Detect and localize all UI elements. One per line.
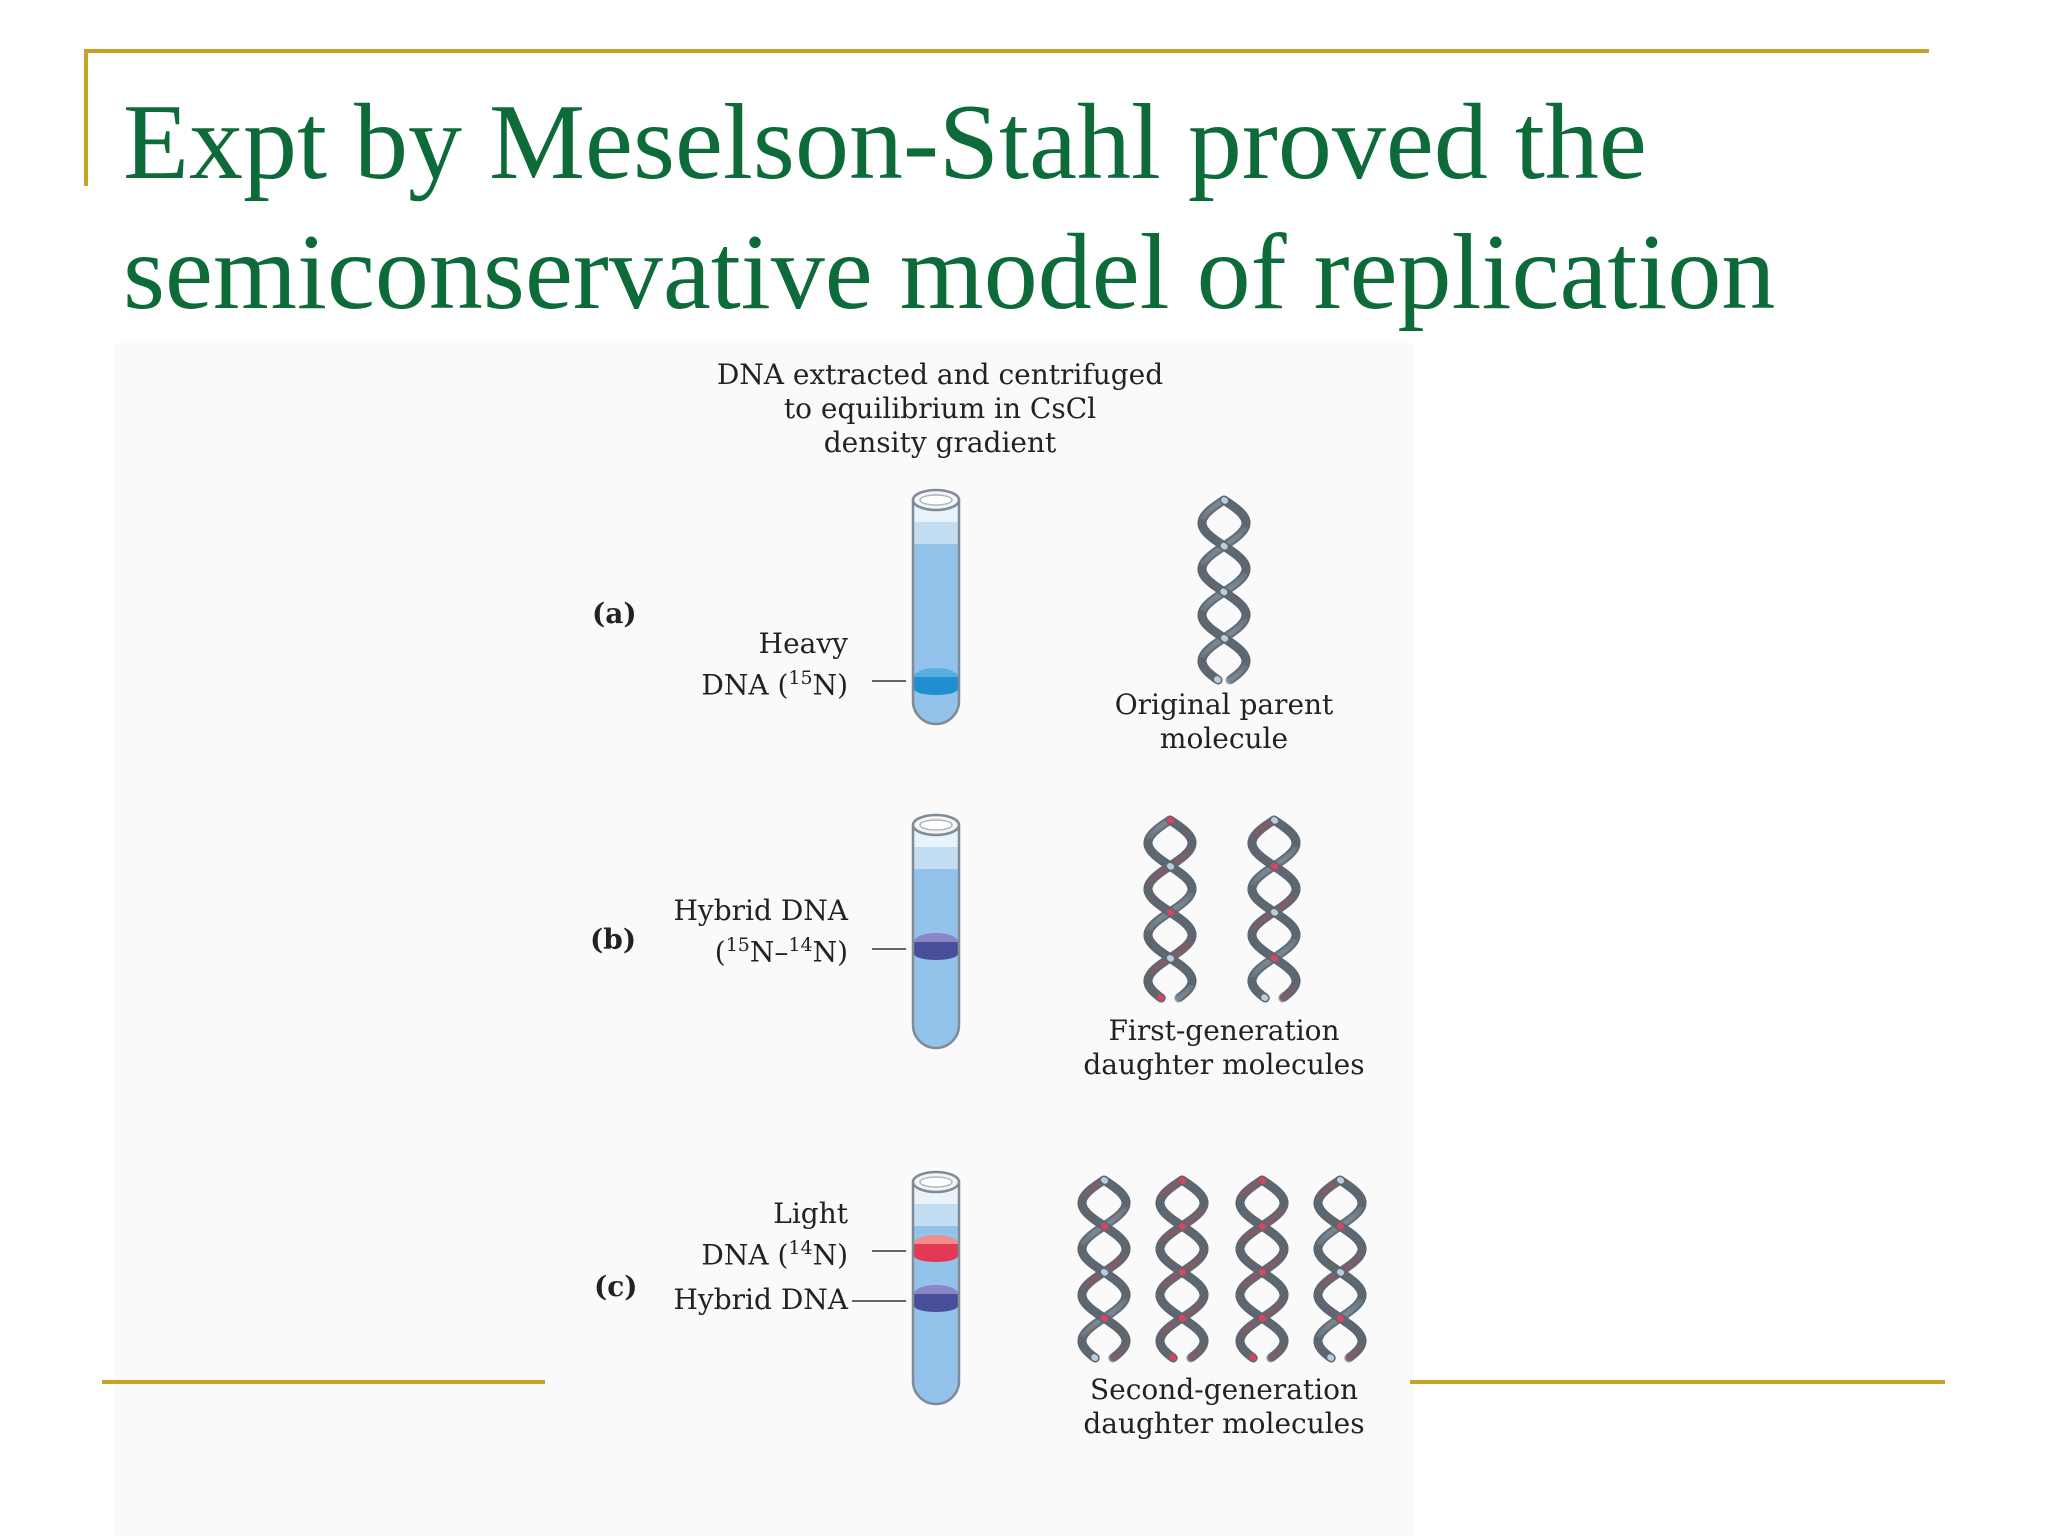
panel-a-letter: (a) [592,597,637,630]
parent-helix-strand-b [1221,635,1229,642]
light-dna-suffix: N) [812,1238,848,1272]
caption-b: First-generation daughter molecules [1054,1014,1394,1082]
slide-title-line-2: semiconservative model of replication [123,213,1776,332]
hybrid-dna-label-line-1: Hybrid DNA [673,894,849,927]
figure-header-line-1: DNA extracted and centrifuged [716,358,1164,391]
heavy-dna-label-line-1: Heavy [758,627,848,660]
first-gen-helix-2-strand-a [1261,994,1269,1001]
first-gen-helix-2-strand-a [1271,817,1279,824]
tube-c-meniscus [913,1204,959,1226]
caption-c: Second-generation daughter molecules [1054,1373,1394,1441]
heavy-dna-suffix: N) [812,668,848,702]
second-gen-helix-1-strand-a [1100,1268,1109,1276]
bottom-left-accent-rule [102,1380,545,1384]
hybrid-dna-label-line-2: (15N–14N) [600,928,848,969]
caption-a-line-1: Original parent [1114,688,1334,721]
first-gen-helix-1-strand-b [1166,862,1175,870]
tube-c-band-2-bottom [914,1300,958,1312]
figure-header-line-2: to equilibrium in CsCl [783,392,1097,425]
hybrid-isotope-1: 15 [725,934,750,956]
light-dna-label-line-1: Light [773,1197,848,1230]
parent-helix-strand-a [1221,497,1229,504]
panel-b-letter: (b) [590,923,637,956]
figure-background [114,343,1414,1536]
tube-a-meniscus [913,522,959,544]
light-dna-isotope: 14 [788,1237,813,1259]
second-gen-helix-2-strand-a [1178,1268,1187,1276]
second-gen-helix-1-strand-a [1091,1354,1099,1361]
second-gen-helix-2-strand-b [1178,1314,1187,1322]
second-gen-helix-2-strand-b [1178,1222,1187,1230]
figure-header: DNA extracted and centrifuged to equilib… [690,358,1190,460]
hybrid-close: N) [812,935,848,969]
bottom-right-accent-rule [1410,1380,1945,1384]
caption-b-line-2: daughter molecules [1083,1048,1365,1081]
parent-helix [1197,495,1251,685]
first-gen-helix-1 [1143,815,1197,1003]
tube-b [911,813,961,1050]
light-dna-prefix: DNA ( [701,1238,789,1272]
hybrid-dna-label-b: Hybrid DNA (15N–14N) [600,894,849,969]
slide-title: Expt by Meselson-Stahl proved the semico… [123,78,1973,338]
caption-b-line-1: First-generation [1108,1014,1340,1047]
second-gen-helix-2-strand-a [1169,1354,1177,1361]
second-gen-helix-1-strand-a [1101,1177,1109,1184]
first-gen-helix-1-strand-a [1166,908,1175,916]
tube-a-outline [911,500,961,726]
heavy-dna-isotope: 15 [788,667,813,689]
light-dna-label: Light DNA (14N) [600,1197,848,1272]
first-gen-helix-1-strand-b [1166,954,1175,962]
parent-helix-strand-b [1220,542,1228,550]
tube-c-band-1-bottom [914,1250,958,1262]
first-gen-helix-2-strand-a [1270,908,1279,916]
second-gen-helix-1 [1077,1175,1131,1363]
heavy-dna-label-line-2: DNA (15N) [600,661,848,702]
tube-c-liquid [913,1222,959,1404]
first-gen-helix-1-strand-a [1157,994,1165,1001]
tube-a-band-1-bottom [914,683,958,695]
caption-a-line-2: molecule [1159,722,1289,755]
tube-a-rim-inner [919,494,953,506]
caption-c-line-2: daughter molecules [1083,1407,1365,1440]
second-gen-helix-2-strand-a [1179,1177,1187,1184]
hybrid-mid: N– [749,935,789,969]
tube-c-rim-inner [919,1176,953,1188]
caption-c-line-1: Second-generation [1090,1373,1358,1406]
first-gen-helix-2-strand-b [1270,954,1279,962]
second-gen-helix-2 [1155,1175,1209,1363]
light-dna-label-line-2: DNA (14N) [600,1231,848,1272]
tube-b-rim-inner [919,819,953,831]
second-gen-helix-1-strand-b [1100,1314,1109,1322]
parent-helix-strand-a [1213,676,1222,683]
first-gen-helix-2-strand-b [1270,862,1279,870]
tube-c-outline [911,1182,961,1406]
tube-a [911,488,961,726]
tube-a-liquid [913,540,959,724]
hybrid-dna-label-c: Hybrid DNA [673,1283,849,1316]
top-accent-rule [84,49,1929,53]
caption-a: Original parent molecule [1074,688,1374,756]
first-gen-helix-2 [1247,815,1301,1003]
tube-b-outline [911,825,961,1050]
second-gen-helix-1-strand-b [1100,1222,1109,1230]
hybrid-open: ( [714,935,726,969]
figure-header-line-3: density gradient [823,426,1057,459]
tube-b-meniscus [913,847,959,869]
panel-c-letter: (c) [594,1270,638,1303]
parent-helix-strand-a [1220,588,1228,596]
heavy-dna-prefix: DNA ( [701,668,789,702]
heavy-dna-label: Heavy DNA (15N) [600,627,848,702]
slide-title-line-1: Expt by Meselson-Stahl proved the [123,83,1647,202]
left-accent-rule [84,49,88,186]
second-gen-helix-3 [1235,1175,1289,1363]
hybrid-isotope-2: 14 [788,934,813,956]
tube-b-band-1-bottom [914,948,958,960]
tube-c [911,1170,961,1406]
first-gen-helix-1-strand-a [1167,817,1175,824]
